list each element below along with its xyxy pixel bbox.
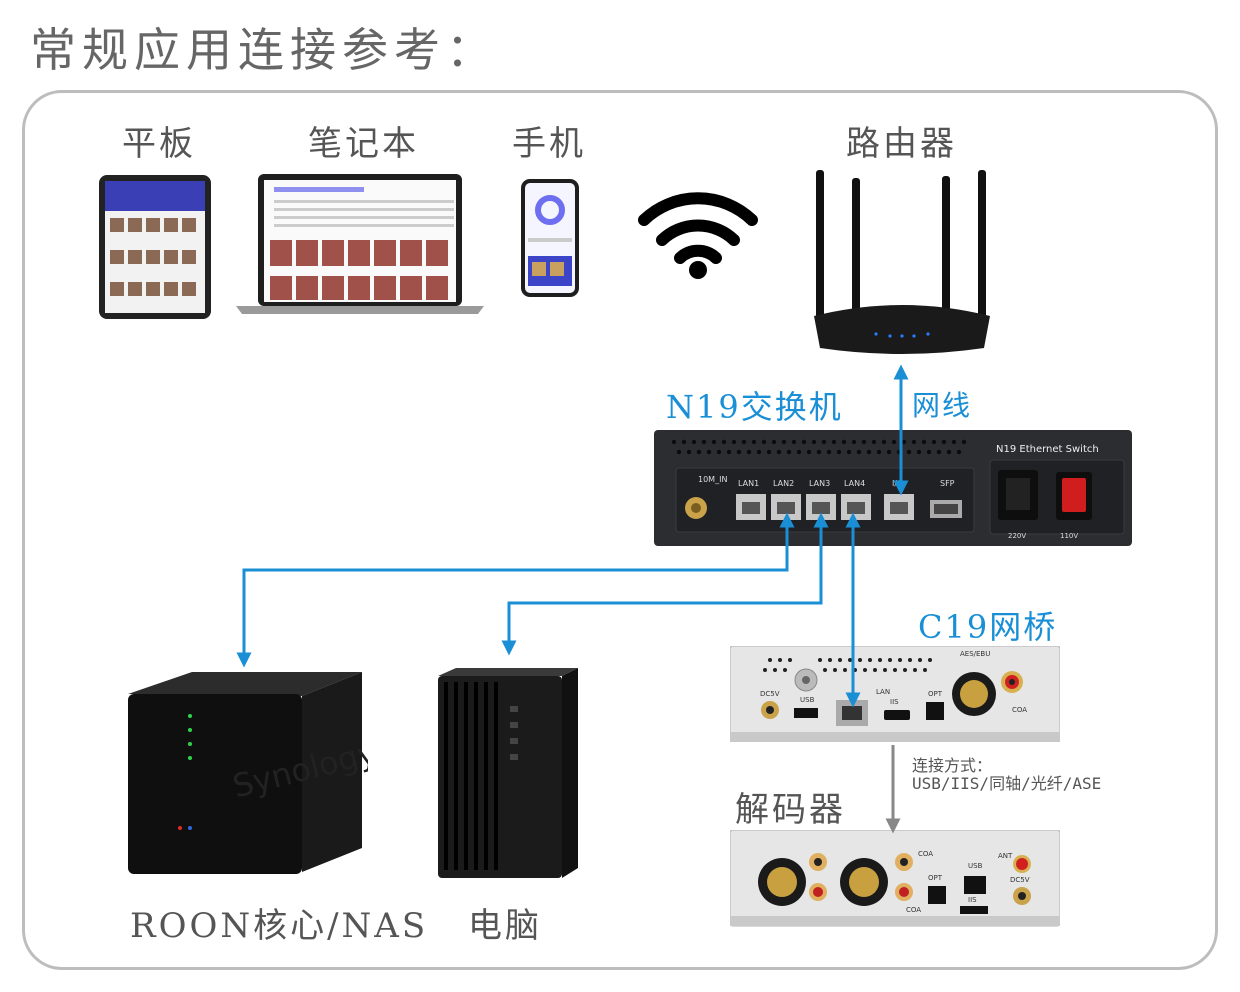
bridge-port-opt: OPT <box>928 690 943 698</box>
decoder-image: COA OPT USB IIS ANT DC5V COA <box>730 830 1060 927</box>
laptop-image <box>236 174 484 314</box>
diagram-frame <box>22 90 1218 970</box>
nas-label: ROON核心/NAS <box>130 906 429 946</box>
connection-methods: USB/IIS/同轴/光纤/ASE <box>912 774 1102 793</box>
port-label-lan3: LAN3 <box>809 479 830 488</box>
switch-label: N19交换机 <box>666 388 843 426</box>
c19-bridge-image: DC5V USB LAN IIS OPT AES/EBU COA <box>730 646 1060 742</box>
page-title: 常规应用连接参考： <box>30 23 498 77</box>
lan3-to-pc-link <box>501 512 829 656</box>
decoder-label: 解码器 <box>735 790 846 830</box>
port-label-lan1: LAN1 <box>738 479 759 488</box>
phone-image <box>521 179 579 297</box>
bridge-port-aes: AES/EBU <box>960 650 990 658</box>
tablet-image <box>99 175 211 319</box>
phone-label: 手机 <box>512 124 586 164</box>
bridge-port-lan: LAN <box>876 688 890 696</box>
pc-label: 电脑 <box>468 906 542 946</box>
decoder-port-dc5v: DC5V <box>1010 876 1030 884</box>
decoder-port-opt: OPT <box>928 874 943 882</box>
decoder-port-coa-2: COA <box>906 906 921 914</box>
bridge-port-coa: COA <box>1012 706 1027 714</box>
port-label-10m-in: 10M_IN <box>698 475 727 484</box>
decoder-port-usb: USB <box>968 862 983 870</box>
port-label-lan4: LAN4 <box>844 479 865 488</box>
pc-image <box>438 668 578 878</box>
voltage-110: 110V <box>1060 532 1078 540</box>
router-image <box>814 170 990 354</box>
port-label-sfp: SFP <box>940 479 955 488</box>
lan2-to-nas-link <box>236 512 795 668</box>
voltage-220: 220V <box>1008 532 1026 540</box>
nas-image: Synology <box>128 672 368 874</box>
decoder-port-coa-1: COA <box>918 850 933 858</box>
bridge-port-dc5v: DC5V <box>760 690 780 698</box>
wifi-icon <box>638 192 758 279</box>
cable-label: 网线 <box>912 389 973 422</box>
bridge-port-usb: USB <box>800 696 815 704</box>
bridge-label: C19网桥 <box>918 608 1058 646</box>
switch-panel-title: N19 Ethernet Switch <box>996 444 1099 455</box>
decoder-port-iis: IIS <box>968 896 977 904</box>
tablet-label: 平板 <box>122 124 196 164</box>
decoder-port-ant: ANT <box>998 852 1013 860</box>
port-label-lan2: LAN2 <box>773 479 794 488</box>
bridge-port-iis: IIS <box>890 698 899 706</box>
router-label: 路由器 <box>846 124 957 164</box>
laptop-label: 笔记本 <box>308 124 419 164</box>
connection-title: 连接方式： <box>912 756 993 775</box>
